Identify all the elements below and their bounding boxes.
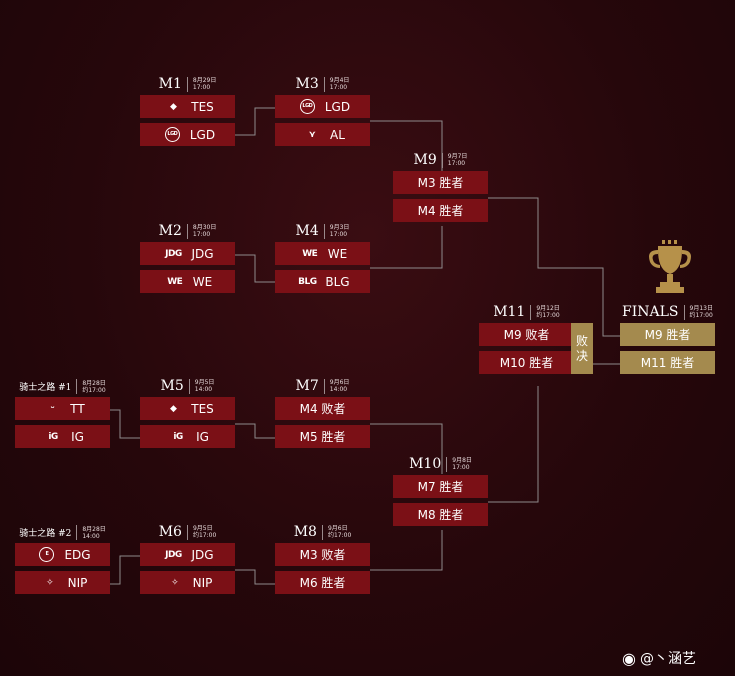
team-slot[interactable]: ◆TES [140,95,235,118]
jdg-logo-icon: JDG [165,248,182,259]
match-label: 骑士之路 #1 [19,383,72,393]
team-slot[interactable]: M8 胜者 [393,503,488,526]
match-label: M10 [409,456,442,472]
match-label: M4 [295,223,319,239]
match-label: M2 [158,223,182,239]
connector-m10-m11 [488,386,539,503]
lgd-logo-icon: LGD [164,127,180,142]
lgd-logo-icon: LGD [299,99,315,114]
team-slot[interactable]: M5 胜者 [275,425,370,448]
connector-m7-m10 [370,423,443,474]
match-label: M5 [160,378,184,394]
connector-m2-m4 [235,254,275,283]
connector-m9-finals [488,197,620,337]
team-slot[interactable]: M4 败者 [275,397,370,420]
team-slot[interactable]: M3 胜者 [393,171,488,194]
team-slot[interactable]: M7 胜者 [393,475,488,498]
we-logo-icon: WE [302,248,318,259]
connector-k1-m5 [110,409,140,439]
team-slot[interactable]: M11 胜者 [620,351,715,374]
connector-m1-m3 [235,107,275,136]
match-label: 骑士之路 #2 [19,529,72,539]
match-label: M3 [295,76,319,92]
match-label: M11 [493,304,526,320]
tes-logo-icon: ◆ [170,403,177,414]
match-label: M8 [293,524,317,540]
match-label: M7 [295,378,319,394]
jdg-logo-icon: JDG [165,549,182,560]
weibo-watermark: ◉ @丶涵艺 [622,648,696,668]
team-slot[interactable]: ◆TES [140,397,235,420]
ig-logo-icon: iG [48,431,58,442]
team-slot[interactable]: ⋎AL [275,123,370,146]
connector-m5-m7 [235,423,275,439]
team-slot[interactable]: M6 胜者 [275,571,370,594]
weibo-icon: ◉ [622,648,636,668]
connector-m4-m9 [370,226,443,269]
connector-k2-m6 [110,555,140,585]
edg-logo-icon: E [39,547,55,562]
connector-m8-m10 [370,530,443,571]
match-label: FINALS [622,304,679,320]
match-label: M6 [158,524,182,540]
loser-final-tag: 败 决 [571,323,593,374]
team-slot[interactable]: ✧NIP [15,571,110,594]
team-slot[interactable]: M10 胜者 [479,351,574,374]
blg-logo-icon: BLG [298,276,317,287]
nip-logo-icon: ✧ [171,577,179,588]
match-label: M1 [158,76,182,92]
trophy-icon [649,240,691,293]
team-slot[interactable]: M9 胜者 [620,323,715,346]
nip-logo-icon: ✧ [46,577,54,588]
al-logo-icon: ⋎ [308,129,316,140]
team-slot[interactable]: ✧NIP [140,571,235,594]
team-slot[interactable]: M4 胜者 [393,199,488,222]
tes-logo-icon: ◆ [170,101,177,112]
tt-logo-icon: ᵕ [50,403,55,414]
team-slot[interactable]: M9 败者 [479,323,574,346]
team-slot[interactable]: M3 败者 [275,543,370,566]
ig-logo-icon: iG [173,431,183,442]
we-logo-icon: WE [167,276,183,287]
match-label: M9 [413,152,437,168]
connector-m6-m8 [235,569,275,585]
